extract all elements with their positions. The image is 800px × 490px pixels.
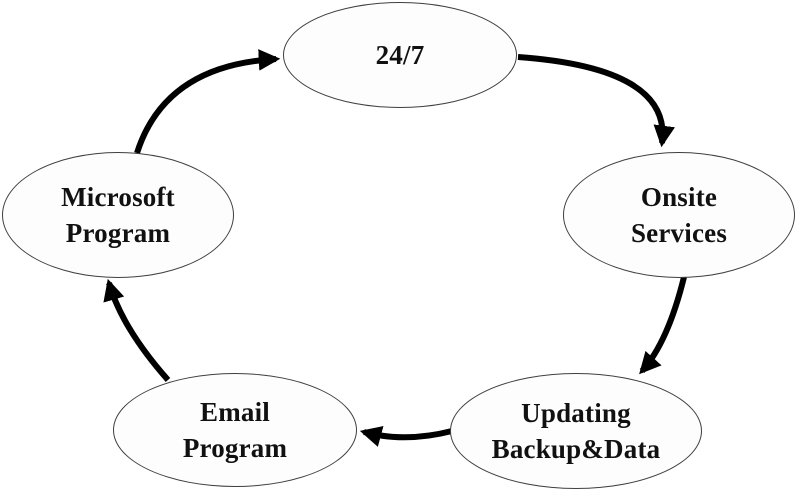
node-updating-backup-data-label: Updating Backup&Data [491,398,661,464]
node-onsite-services: Onsite Services [563,152,795,278]
node-updating-backup-data: Updating Backup&Data [450,373,702,489]
node-microsoft-program-label: Microsoft Program [61,182,175,248]
node-24-7: 24/7 [283,2,517,108]
arrow-247-to-onsite [517,54,675,148]
node-email-program-label: Email Program [182,397,288,463]
node-24-7-label: 24/7 [375,40,425,70]
node-onsite-services-label: Onsite Services [630,182,728,248]
node-email-program: Email Program [113,373,357,487]
arrow-updating-to-email [359,426,453,447]
arrow-microsoft-to-247 [134,49,281,154]
arrow-onsite-to-updating [639,276,687,375]
node-microsoft-program: Microsoft Program [2,152,234,278]
arrow-email-to-microsoft [103,278,171,382]
